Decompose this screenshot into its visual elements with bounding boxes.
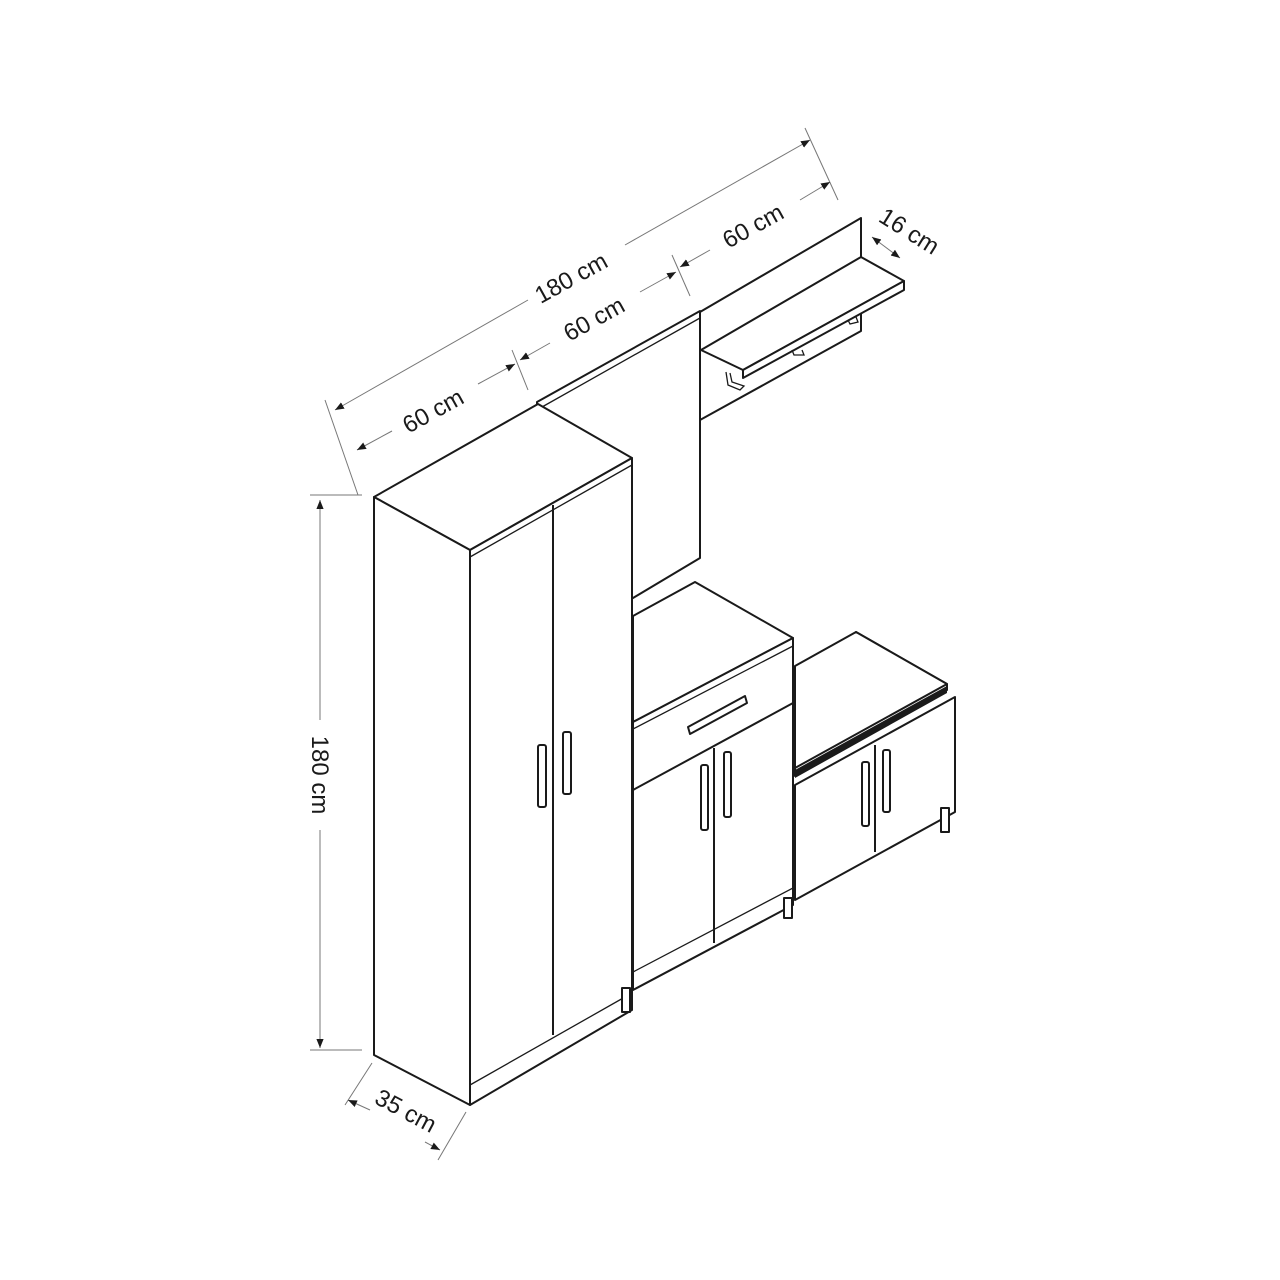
drawer-handle-icon xyxy=(687,695,748,735)
height-label: 180 cm xyxy=(306,736,333,815)
wall-shelf xyxy=(699,217,905,421)
tall-wardrobe-cabinet xyxy=(373,403,633,1106)
depth-label: 35 cm xyxy=(370,1084,440,1139)
shoe-bench xyxy=(621,631,956,1013)
section-2-width-label: 60 cm xyxy=(559,292,629,347)
shelf-depth-label: 16 cm xyxy=(874,203,944,261)
dimension-lines xyxy=(310,127,901,1161)
door-handle-icon xyxy=(861,749,891,827)
section-1-width-label: 60 cm xyxy=(398,384,468,439)
door-handle-icon xyxy=(700,751,732,831)
drawer-cabinet xyxy=(632,581,794,991)
coat-hook-icon xyxy=(725,316,859,391)
door-handle-icon xyxy=(537,731,572,808)
section-3-width-label: 60 cm xyxy=(718,199,788,254)
